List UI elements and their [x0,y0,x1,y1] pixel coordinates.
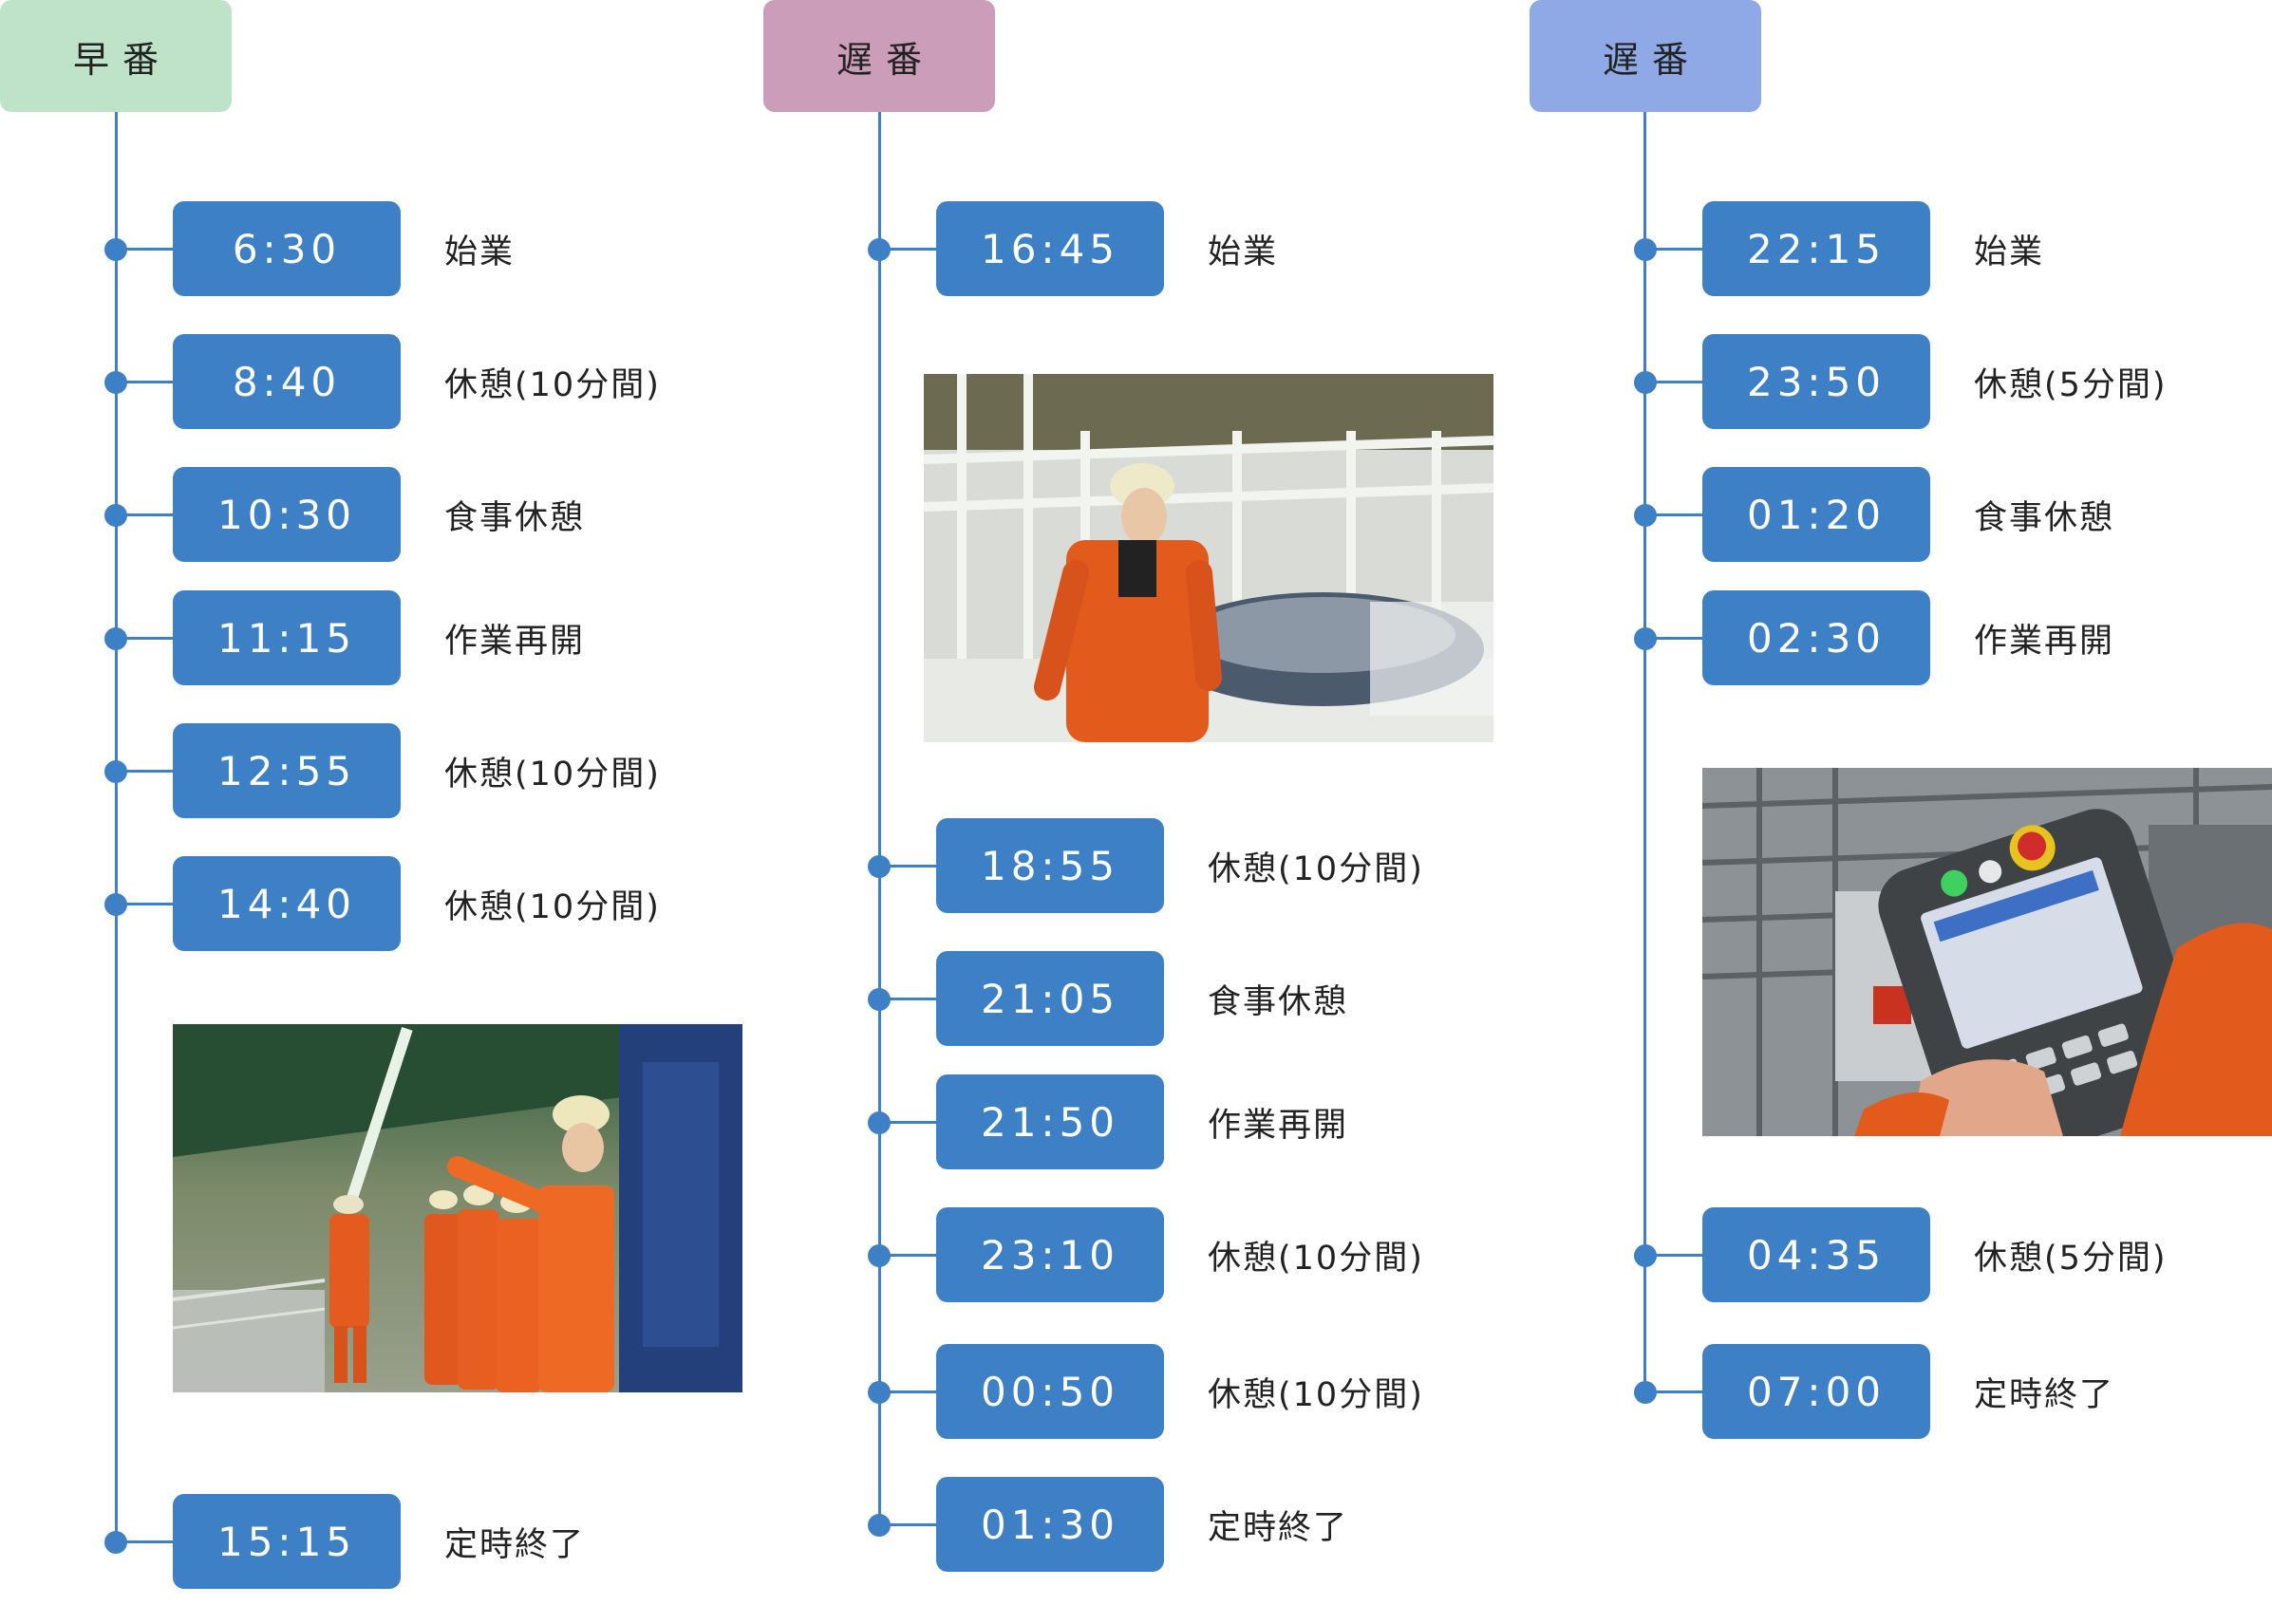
shift-header-night: 遅番 [1530,0,1761,112]
timeline-connector [1645,513,1702,516]
event-label: 作業再開 [444,622,586,661]
timeline-row: 15:15 定時終了 [0,1494,758,1589]
photo-teach-pendant-graphic [1702,768,2272,1136]
time-badge: 04:35 [1702,1207,1930,1302]
timeline-connector [116,248,173,251]
timeline-row: 04:35 休憩(5分間) [1530,1207,2272,1302]
timeline-line-late [878,112,881,1526]
event-label: 始業 [1208,233,1279,271]
time-badge: 6:30 [173,201,401,296]
time-badge: 23:10 [936,1207,1164,1302]
timeline-connector [116,513,173,516]
timeline-row: 01:30 定時終了 [763,1477,1521,1572]
timeline-connector [879,1254,936,1257]
timeline-row: 14:40 休憩(10分間) [0,856,758,951]
event-label: 食事休憩 [444,498,586,537]
time-badge: 18:55 [936,818,1164,913]
timeline-row: 07:00 定時終了 [1530,1344,2272,1439]
timeline-connector [879,1121,936,1124]
event-label: 定時終了 [444,1525,586,1564]
event-label: 休憩(10分間) [1208,849,1424,888]
timeline-connector [879,1391,936,1393]
time-badge: 15:15 [173,1494,401,1589]
event-label: 定時終了 [1208,1508,1349,1547]
event-label: 休憩(10分間) [444,887,661,926]
timeline-connector [116,903,173,905]
time-badge: 07:00 [1702,1344,1930,1439]
event-label: 食事休憩 [1208,982,1349,1021]
timeline-row: 01:20 食事休憩 [1530,467,2272,562]
timeline-line-night [1643,112,1646,1393]
timeline-line-early [115,112,118,1543]
time-badge: 12:55 [173,723,401,818]
time-badge: 16:45 [936,201,1164,296]
timeline-row: 21:05 食事休憩 [763,951,1521,1046]
timeline-connector [879,248,936,251]
timeline-connector [1645,381,1702,383]
event-label: 作業再開 [1974,622,2115,661]
timeline-connector [1645,1391,1702,1393]
event-label: 休憩(10分間) [444,365,661,404]
timeline-row: 8:40 休憩(10分間) [0,334,758,429]
photo-workers-corridor [173,1024,742,1392]
timeline-connector [116,637,173,640]
timeline-connector [1645,248,1702,251]
timeline-row: 21:50 作業再開 [763,1074,1521,1169]
shift-header-early: 早番 [0,0,232,112]
timeline-row: 16:45 始業 [763,201,1521,296]
timeline-connector [1645,637,1702,640]
event-label: 作業再開 [1208,1106,1349,1145]
event-label: 休憩(10分間) [1208,1239,1424,1278]
timeline-connector [879,865,936,868]
timeline-row: 23:50 休憩(5分間) [1530,334,2272,429]
time-badge: 14:40 [173,856,401,951]
event-label: 休憩(10分間) [1208,1375,1424,1414]
photo-worker-assembly-line-graphic [924,374,1493,742]
time-badge: 8:40 [173,334,401,429]
timeline-connector [116,381,173,383]
timeline-connector [116,770,173,773]
event-label: 始業 [444,233,516,271]
timeline-row: 00:50 休憩(10分間) [763,1344,1521,1439]
timeline-row: 02:30 作業再開 [1530,590,2272,685]
time-badge: 01:30 [936,1477,1164,1572]
timeline-connector [879,1523,936,1526]
time-badge: 21:50 [936,1074,1164,1169]
timeline-row: 18:55 休憩(10分間) [763,818,1521,913]
event-label: 休憩(5分間) [1974,365,2168,404]
time-badge: 10:30 [173,467,401,562]
time-badge: 02:30 [1702,590,1930,685]
time-badge: 21:05 [936,951,1164,1046]
photo-workers-corridor-graphic [173,1024,742,1392]
time-badge: 23:50 [1702,334,1930,429]
time-badge: 22:15 [1702,201,1930,296]
time-badge: 01:20 [1702,467,1930,562]
timeline-connector [116,1540,173,1543]
event-label: 定時終了 [1974,1375,2115,1414]
timeline-row: 23:10 休憩(10分間) [763,1207,1521,1302]
timeline-row: 22:15 始業 [1530,201,2272,296]
timeline-row: 10:30 食事休憩 [0,467,758,562]
event-label: 休憩(5分間) [1974,1239,2168,1278]
photo-worker-assembly-line [924,374,1493,742]
timeline-connector [1645,1254,1702,1257]
shift-header-late: 遅番 [763,0,995,112]
time-badge: 00:50 [936,1344,1164,1439]
timeline-connector [879,998,936,1000]
timeline-row: 11:15 作業再開 [0,590,758,685]
timeline-row: 12:55 休憩(10分間) [0,723,758,818]
event-label: 始業 [1974,233,2045,271]
timeline-row: 6:30 始業 [0,201,758,296]
photo-teach-pendant [1702,768,2272,1136]
time-badge: 11:15 [173,590,401,685]
event-label: 食事休憩 [1974,498,2115,537]
event-label: 休憩(10分間) [444,755,661,793]
